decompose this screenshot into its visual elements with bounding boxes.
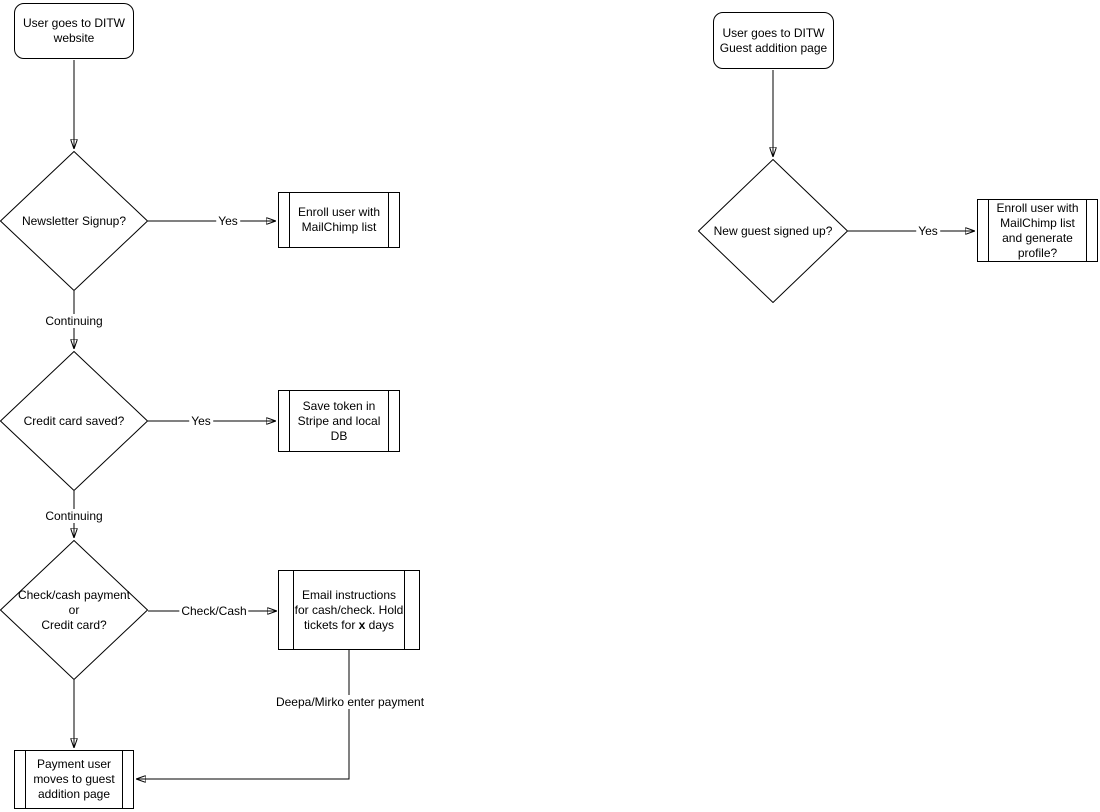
process-label: Email instructions for cash/check. Hold …: [293, 588, 406, 633]
email-text-part1: Email instructions for cash/check. Hold …: [294, 587, 404, 632]
decision-label: New guest signed up?: [713, 223, 833, 238]
process-bar-left: [25, 751, 26, 808]
process-save-token[interactable]: Save token in Stripe and local DB: [278, 390, 400, 452]
process-label: Save token in Stripe and local DB: [297, 398, 381, 443]
email-text-part2: days: [365, 617, 395, 632]
process-label: Enroll user with MailChimp list: [297, 205, 381, 234]
process-bar-right: [1086, 200, 1087, 261]
process-bar-right: [404, 571, 405, 649]
edge-label-check-cash[interactable]: Check/Cash: [179, 604, 249, 618]
process-bar-right: [388, 391, 389, 451]
decision-credit-card-saved[interactable]: Credit card saved?: [0, 351, 148, 491]
start-node-guest-addition-page[interactable]: User goes to DITW Guest addition page: [713, 12, 834, 69]
decision-label: Check/cash payment or Credit card?: [17, 587, 131, 632]
edge-label-deepa-mirko[interactable]: Deepa/Mirko enter payment: [273, 695, 427, 709]
decision-label: Credit card saved?: [23, 413, 125, 428]
process-label: Enroll user with MailChimp list and gene…: [996, 200, 1079, 260]
edge-label-continuing-2[interactable]: Continuing: [43, 509, 105, 523]
process-bar-left: [988, 200, 989, 261]
process-email-instructions[interactable]: Email instructions for cash/check. Hold …: [278, 570, 420, 650]
email-text-bold-x: x: [358, 617, 366, 632]
process-bar-left: [293, 571, 294, 649]
edge-label-yes-newsletter[interactable]: Yes: [216, 214, 240, 228]
diamond-shape: [0, 351, 148, 491]
start-node-label: User goes to DITW Guest addition page: [719, 25, 828, 55]
edge-label-yes-credit[interactable]: Yes: [189, 414, 213, 428]
start-node-label: User goes to DITW website: [22, 16, 126, 45]
edge-label-continuing-1[interactable]: Continuing: [43, 314, 105, 328]
process-payment-user-guest-page[interactable]: Payment user moves to guest addition pag…: [14, 750, 134, 809]
connector-email-to-payment-user[interactable]: [136, 650, 350, 779]
decision-label: Newsletter Signup?: [21, 213, 127, 228]
decision-new-guest-signed-up[interactable]: New guest signed up?: [698, 159, 848, 303]
diamond-shape: [0, 540, 148, 680]
process-label: Payment user moves to guest addition pag…: [33, 757, 115, 801]
decision-payment-method[interactable]: Check/cash payment or Credit card?: [0, 540, 148, 680]
decision-newsletter-signup[interactable]: Newsletter Signup?: [0, 151, 148, 291]
process-bar-right: [122, 751, 123, 808]
start-node-ditw-website[interactable]: User goes to DITW website: [14, 3, 134, 59]
edge-label-yes-guest[interactable]: Yes: [916, 224, 940, 238]
diamond-shape: [0, 151, 148, 291]
process-bar-left: [289, 391, 290, 451]
process-bar-right: [388, 193, 389, 247]
process-enroll-mailchimp[interactable]: Enroll user with MailChimp list: [278, 192, 400, 248]
process-enroll-mailchimp-profile[interactable]: Enroll user with MailChimp list and gene…: [977, 199, 1098, 262]
process-bar-left: [289, 193, 290, 247]
diamond-shape: [698, 159, 848, 303]
